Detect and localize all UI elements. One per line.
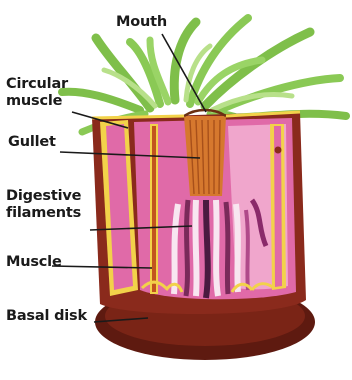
mesentery-left-core [152,126,156,292]
right-wall-pore [275,147,282,154]
label-circular-muscle-line1: Circular [6,76,68,93]
tentacle [62,92,140,110]
label-digestive-line2: filaments [6,205,81,222]
label-digestive-line1: Digestive [6,188,81,205]
label-circular-muscle-line2: muscle [6,93,68,110]
filament [206,200,208,298]
filament [195,200,196,296]
filament [236,204,238,292]
filament [246,210,248,290]
filament [186,200,188,296]
label-muscle: Muscle [6,254,62,271]
label-gullet: Gullet [8,134,56,151]
label-basal-disk: Basal disk [6,308,87,325]
filament [174,204,178,294]
label-circular-muscle: Circular muscle [6,76,68,110]
filament [226,202,228,294]
label-mouth: Mouth [116,14,167,31]
filament [216,200,218,296]
label-digestive-filaments: Digestive filaments [6,188,81,222]
